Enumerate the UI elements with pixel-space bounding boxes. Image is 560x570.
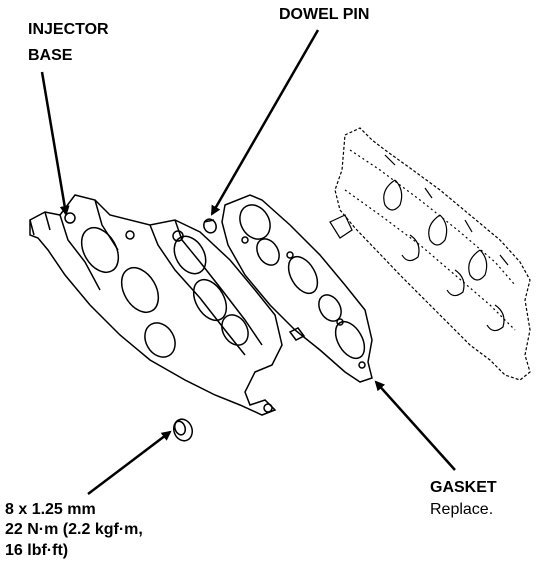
injector-base-leader — [40, 71, 70, 216]
gasket-label: GASKET — [430, 479, 497, 496]
intake-manifold — [329, 127, 531, 381]
dowel-pin-part — [203, 218, 217, 234]
gasket-leader — [374, 380, 456, 471]
bolt-part — [172, 418, 194, 442]
bolt-spec-line2: 22 N·m (2.2 kgf·m, — [5, 521, 143, 538]
gasket-note: Replace. — [430, 501, 494, 518]
bolt-leader — [87, 430, 172, 495]
dowel-pin-label: DOWEL PIN — [279, 6, 370, 23]
dowel-pin-leader — [210, 29, 320, 216]
injector-base-label-line2: BASE — [28, 47, 73, 64]
injector-base-label-line1: INJECTOR — [28, 21, 109, 38]
bolt-spec-line1: 8 x 1.25 mm — [5, 501, 96, 518]
gasket-part — [221, 194, 373, 383]
injector-base-part — [29, 194, 306, 416]
bolt-spec-line3: 16 lbf·ft) — [5, 542, 69, 559]
